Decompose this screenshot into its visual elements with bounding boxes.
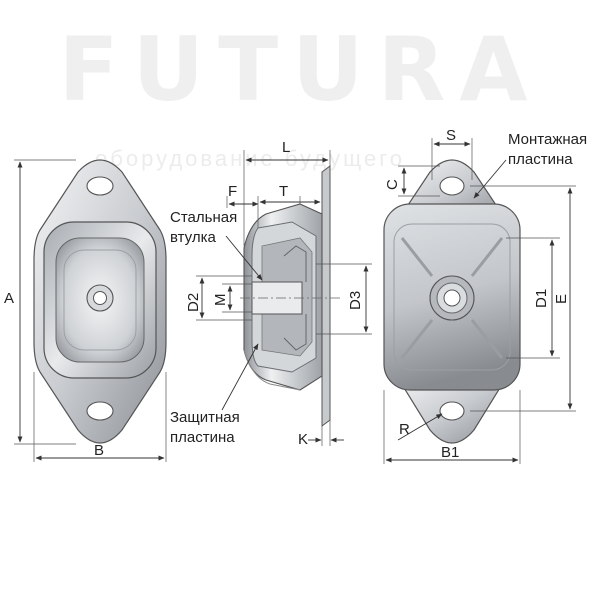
dim-A: A (4, 159, 76, 445)
dim-B: B (33, 372, 167, 462)
callout-protective-plate-line2: пластина (170, 429, 235, 446)
dim-C-label: C (384, 179, 401, 190)
left-view (33, 159, 167, 444)
watermark: FUTURA оборудование будущего (59, 18, 542, 171)
dim-R: R (397, 413, 443, 441)
right-top-hole (439, 176, 465, 196)
dim-B1: B1 (383, 390, 521, 464)
callout-mounting-plate-line1: Монтажная (508, 131, 587, 148)
dim-C: C (384, 165, 440, 197)
dim-D1-label: D1 (533, 289, 550, 308)
right-center-hole (443, 289, 461, 307)
dim-T-label: T (279, 183, 288, 200)
left-center-hole (93, 291, 107, 305)
dim-D1: D1 (506, 237, 560, 359)
dim-F: F (226, 183, 259, 208)
dim-M: M (212, 283, 252, 313)
callout-mounting-plate-line2: пластина (508, 151, 573, 168)
dim-M-label: M (212, 294, 229, 307)
left-top-hole (86, 176, 114, 196)
dim-K-label: K (298, 431, 308, 448)
dim-S: S (431, 127, 473, 180)
dim-A-label: A (4, 290, 14, 307)
dim-D3-label: D3 (347, 291, 364, 310)
callout-protective-plate-line1: Защитная (170, 409, 240, 426)
dim-R-label: R (399, 421, 410, 438)
dim-L: L (243, 139, 331, 246)
dim-F-label: F (228, 183, 237, 200)
watermark-brand: FUTURA (59, 18, 542, 121)
dim-D2: D2 (185, 275, 252, 321)
dim-S-label: S (446, 127, 456, 144)
dim-B-label: B (94, 442, 104, 459)
right-bottom-hole (439, 401, 465, 421)
dim-L-label: L (282, 139, 290, 156)
section-view (240, 165, 340, 427)
dim-D3: D3 (316, 263, 372, 335)
callout-steel-bushing-line2: втулка (170, 229, 216, 246)
callout-mounting-plate: Монтажная пластина (473, 131, 587, 199)
dim-E: E (470, 185, 576, 412)
section-mounting-plate (321, 165, 331, 427)
callout-protective-plate: Защитная пластина (170, 343, 259, 446)
dim-D2-label: D2 (185, 293, 202, 312)
callout-steel-bushing: Стальная втулка (170, 209, 263, 281)
watermark-tagline: оборудование будущего (95, 146, 405, 171)
dim-E-label: E (553, 294, 570, 304)
callout-steel-bushing-line1: Стальная (170, 209, 237, 226)
dim-T: T (257, 183, 321, 228)
dim-B1-label: B1 (441, 444, 459, 461)
right-view (383, 159, 521, 444)
dim-K: K (298, 420, 344, 448)
left-bottom-hole (86, 401, 114, 421)
